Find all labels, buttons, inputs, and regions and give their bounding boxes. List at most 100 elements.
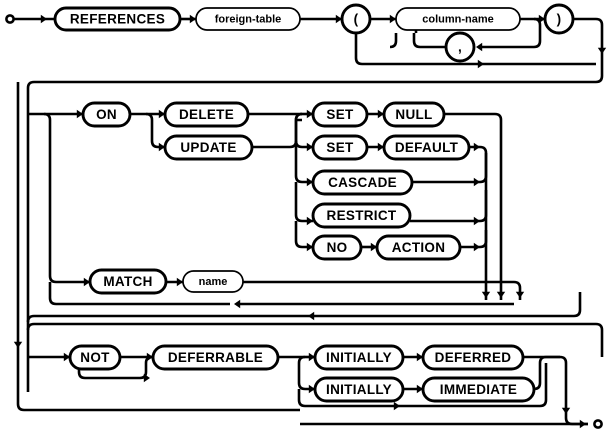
- arrowhead-icon: [473, 142, 480, 152]
- rail-segment: [26, 52, 604, 114]
- arrowhead-icon: [308, 384, 315, 394]
- arrowhead-icon: [306, 242, 313, 252]
- rail-segment: [294, 221, 313, 249]
- syntax-node-set-default: SET: [311, 134, 369, 161]
- arrowhead-icon: [13, 341, 23, 348]
- node-shape-terminal: [311, 169, 414, 196]
- rail-segment: [145, 112, 165, 149]
- node-shape-terminal: [382, 101, 446, 128]
- rail-segment: [354, 33, 596, 66]
- node-label-restrict: RESTRICT: [327, 208, 397, 223]
- syntax-node-update: UPDATE: [163, 134, 254, 161]
- arrowhead-icon: [40, 14, 47, 24]
- node-shape-terminal: [375, 234, 462, 261]
- rail-segment: [294, 118, 313, 184]
- rail-segment: [243, 280, 522, 300]
- syntax-node-set-null: SET: [311, 101, 369, 128]
- rail-segment: [469, 145, 488, 300]
- endpoints-group: [5, 14, 603, 429]
- arrowhead-icon: [473, 216, 480, 226]
- node-shape-circle: [340, 3, 372, 35]
- arrowhead-icon: [515, 291, 525, 298]
- syntax-node-lparen: (: [340, 3, 372, 35]
- node-label-column-name: column-name: [422, 14, 494, 26]
- node-shape-terminal: [163, 101, 250, 128]
- syntax-node-comma: ,: [444, 31, 476, 63]
- arrowhead-icon: [143, 373, 150, 383]
- rail-segment: [252, 112, 303, 149]
- rail-segment: [573, 17, 604, 52]
- syntax-node-action: ACTION: [375, 234, 462, 261]
- rail-segment: [16, 82, 300, 412]
- node-shape-terminal: [68, 344, 122, 371]
- arrowhead-icon: [561, 407, 571, 414]
- rail-segment: [533, 355, 560, 391]
- syntax-node-column-name: column-name: [395, 7, 521, 31]
- syntax-node-cascade: CASCADE: [311, 169, 414, 196]
- arrowhead-icon: [308, 311, 315, 321]
- node-label-no: NO: [327, 240, 348, 255]
- arrowhead-icon: [389, 14, 396, 24]
- end-terminal-icon: [593, 419, 603, 429]
- syntax-node-delete: DELETE: [163, 101, 250, 128]
- syntax-node-on: ON: [81, 101, 132, 128]
- node-label-action: ACTION: [392, 240, 446, 255]
- arrowhead-icon: [477, 59, 484, 69]
- syntax-node-references: REFERENCES: [53, 6, 182, 32]
- syntax-nodes-group: REFERENCES foreign-table ( column-name), ON D…: [53, 3, 575, 403]
- arrowhead-icon: [189, 14, 196, 24]
- node-label-set-default: SET: [326, 140, 354, 155]
- arrowhead-icon: [306, 177, 313, 187]
- syntax-node-rparen: ): [543, 3, 575, 35]
- syntax-node-immediate: IMMEDIATE: [421, 376, 536, 403]
- syntax-node-initially-deferred: INITIALLY: [313, 344, 405, 371]
- arrowhead-icon: [473, 242, 480, 252]
- arrowhead-icon: [393, 401, 400, 411]
- rail-segment: [389, 33, 398, 49]
- node-shape-terminal: [311, 134, 369, 161]
- rail-segment: [444, 112, 503, 300]
- rail-segment: [480, 17, 542, 49]
- node-shape-terminal: [311, 101, 369, 128]
- node-label-references: REFERENCES: [70, 11, 165, 26]
- rail-segment: [48, 282, 230, 306]
- arrowhead-icon: [416, 384, 423, 394]
- node-label-set-null: SET: [326, 107, 354, 122]
- node-shape-terminal: [53, 6, 182, 32]
- arrowheads-group: [13, 14, 607, 429]
- node-shape-nonterminal: [182, 270, 244, 293]
- node-shape-terminal: [151, 344, 280, 371]
- arrowhead-icon: [377, 142, 384, 152]
- node-shape-terminal: [88, 268, 168, 295]
- rail-segment: [26, 322, 604, 357]
- node-label-deferrable: DEFERRABLE: [168, 350, 263, 365]
- syntax-node-deferrable: DEFERRABLE: [151, 344, 280, 371]
- arrowhead-icon: [306, 142, 313, 152]
- arrowhead-icon: [63, 352, 70, 362]
- syntax-node-null: NULL: [382, 101, 446, 128]
- node-shape-terminal: [382, 134, 471, 161]
- node-shape-terminal: [163, 134, 254, 161]
- arrowhead-icon: [579, 419, 586, 429]
- node-label-immediate: IMMEDIATE: [440, 382, 517, 397]
- node-shape-circle: [543, 3, 575, 35]
- node-label-foreign-table: foreign-table: [215, 14, 282, 26]
- syntax-node-initially-immediate: INITIALLY: [313, 376, 405, 403]
- rail-segment: [412, 33, 474, 49]
- node-shape-circle: [444, 31, 476, 63]
- rail-segment: [297, 363, 548, 408]
- node-label-name: name: [199, 276, 228, 288]
- arrowhead-icon: [234, 299, 241, 309]
- syntax-node-deferred: DEFERRED: [421, 344, 525, 371]
- node-shape-terminal: [313, 344, 405, 371]
- node-shape-terminal: [311, 234, 363, 261]
- node-shape-terminal: [421, 344, 525, 371]
- node-shape-nonterminal: [195, 7, 301, 31]
- start-terminal-icon: [5, 14, 15, 24]
- rail-segment: [297, 355, 315, 391]
- arrowhead-icon: [306, 216, 313, 226]
- node-label-comma: ,: [458, 39, 462, 54]
- node-label-null: NULL: [395, 107, 432, 122]
- arrowhead-icon: [83, 277, 90, 287]
